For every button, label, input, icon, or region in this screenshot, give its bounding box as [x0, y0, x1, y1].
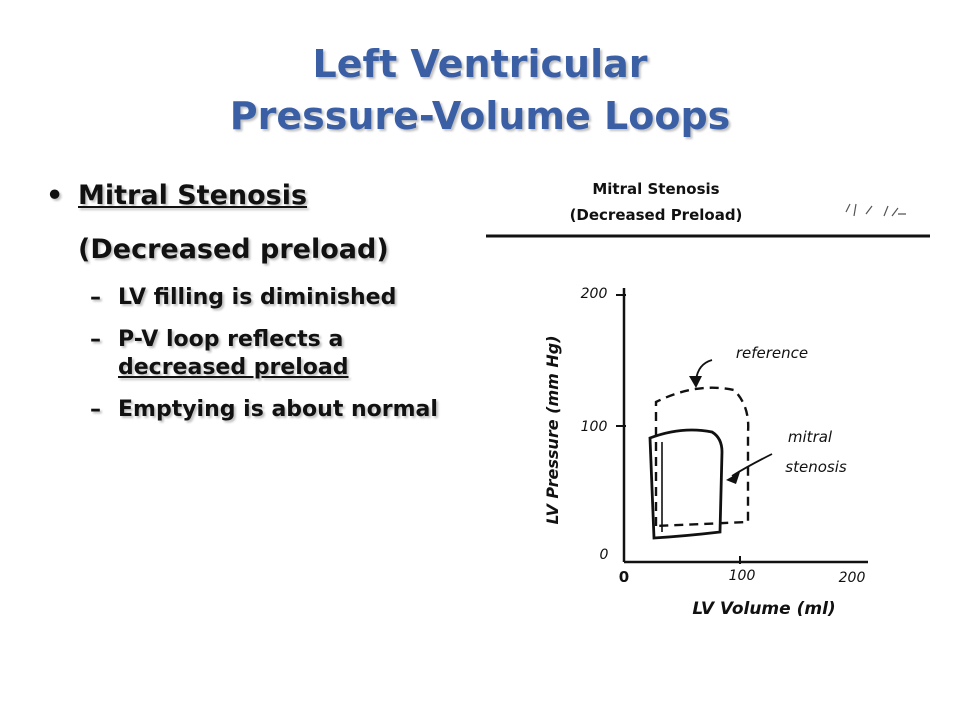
sub-bullet-text: Emptying is about normal	[118, 397, 438, 422]
y-tick-label: 100	[581, 419, 608, 435]
bullet-mitral-stenosis: • Mitral Stenosis	[42, 176, 482, 216]
x-axis-label: LV Volume (ml)	[692, 599, 835, 619]
figure-header-line-2: (Decreased Preload)	[570, 206, 743, 224]
x-tick-label: 0	[619, 568, 629, 586]
annotation-mitral-line-2: stenosis	[785, 458, 847, 476]
slide-title: Left Ventricular Pressure-Volume Loops	[0, 38, 960, 142]
y-tick-label: 200	[581, 286, 608, 302]
x-tick-label: 100	[729, 568, 756, 584]
reference-loop	[654, 386, 750, 528]
title-line-1: Left Ventricular	[312, 42, 648, 86]
pv-loop-figure: Mitral Stenosis (Decreased Preload) 200 …	[486, 170, 930, 640]
pv-loop-diagram: Mitral Stenosis (Decreased Preload) 200 …	[486, 180, 930, 619]
y-tick-label: 0	[600, 547, 609, 563]
sub-bullet-text: LV filling is diminished	[118, 285, 397, 310]
mitral-arrowhead-icon	[726, 472, 740, 484]
sub-bullet-emptying: – Emptying is about normal	[42, 396, 482, 424]
x-tick-label: 200	[839, 570, 866, 586]
bullet-dot-icon: •	[46, 180, 64, 211]
sub-bullet-underlined-text: decreased preload	[118, 355, 349, 380]
scribble-mark	[845, 203, 906, 217]
sub-bullet-text: P-V loop reflects a	[118, 327, 344, 352]
figure-header-line-1: Mitral Stenosis	[592, 180, 719, 198]
mitral-stenosis-loop	[648, 428, 724, 540]
dash-icon: –	[90, 327, 101, 352]
reference-arrowhead-icon	[689, 376, 702, 388]
sub-bullet-pv-loop: – P-V loop reflects a decreased preload	[42, 326, 482, 382]
dash-icon: –	[90, 397, 101, 422]
bullet-heading: Mitral Stenosis	[78, 180, 308, 211]
bullet-list: • Mitral Stenosis (Decreased preload) – …	[42, 176, 482, 424]
bullet-subheading: (Decreased preload)	[78, 234, 389, 265]
sub-bullet-filling: – LV filling is diminished	[42, 284, 482, 312]
dash-icon: –	[90, 285, 101, 310]
mitral-arrow-line	[731, 453, 773, 477]
annotation-reference: reference	[736, 344, 808, 362]
y-axis-label: LV Pressure (mm Hg)	[543, 335, 562, 524]
annotation-mitral-line-1: mitral	[788, 428, 833, 446]
title-line-2: Pressure-Volume Loops	[229, 94, 731, 138]
